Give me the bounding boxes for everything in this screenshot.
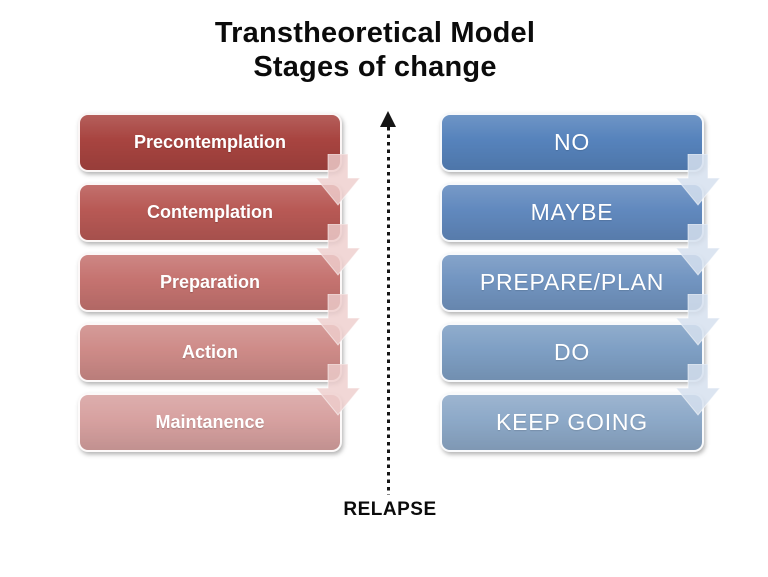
stage-label: Preparation <box>159 272 261 292</box>
title-line-2: Stages of change <box>253 51 497 83</box>
stage-box-no: NO <box>440 113 704 172</box>
stage-label: KEEP GOING <box>495 409 648 435</box>
stage-label: MAYBE <box>530 199 614 225</box>
page-title: Transtheoretical Model Stages of change <box>0 16 750 84</box>
relapse-label: RELAPSE <box>343 499 437 520</box>
stage-box-prepare-plan: PREPARE/PLAN <box>440 253 704 312</box>
stage-box-maintenance: Maintanence <box>78 393 342 452</box>
stage-label: Action <box>182 342 238 362</box>
stage-box-maybe: MAYBE <box>440 183 704 242</box>
stage-label: Precontemplation <box>133 132 287 152</box>
stage-box-contemplation: Contemplation <box>78 183 342 242</box>
stage-label: NO <box>553 129 591 155</box>
stage-box-preparation: Preparation <box>78 253 342 312</box>
up-arrow-icon <box>380 111 396 127</box>
stage-label: DO <box>553 339 591 365</box>
title-line-1: Transtheoretical Model <box>214 17 536 49</box>
stage-label: PREPARE/PLAN <box>479 269 665 295</box>
stage-box-do: DO <box>440 323 704 382</box>
plain-language-column: NO MAYBE PREPARE/PLAN DO KEEP GOING <box>440 113 704 452</box>
stage-label: Contemplation <box>147 202 273 222</box>
stage-label: Maintanence <box>155 412 265 432</box>
stages-column: Precontemplation Contemplation Preparati… <box>78 113 342 452</box>
stage-box-keep-going: KEEP GOING <box>440 393 704 452</box>
dotted-relapse-line <box>387 127 390 495</box>
stage-box-precontemplation: Precontemplation <box>78 113 342 172</box>
stage-box-action: Action <box>78 323 342 382</box>
